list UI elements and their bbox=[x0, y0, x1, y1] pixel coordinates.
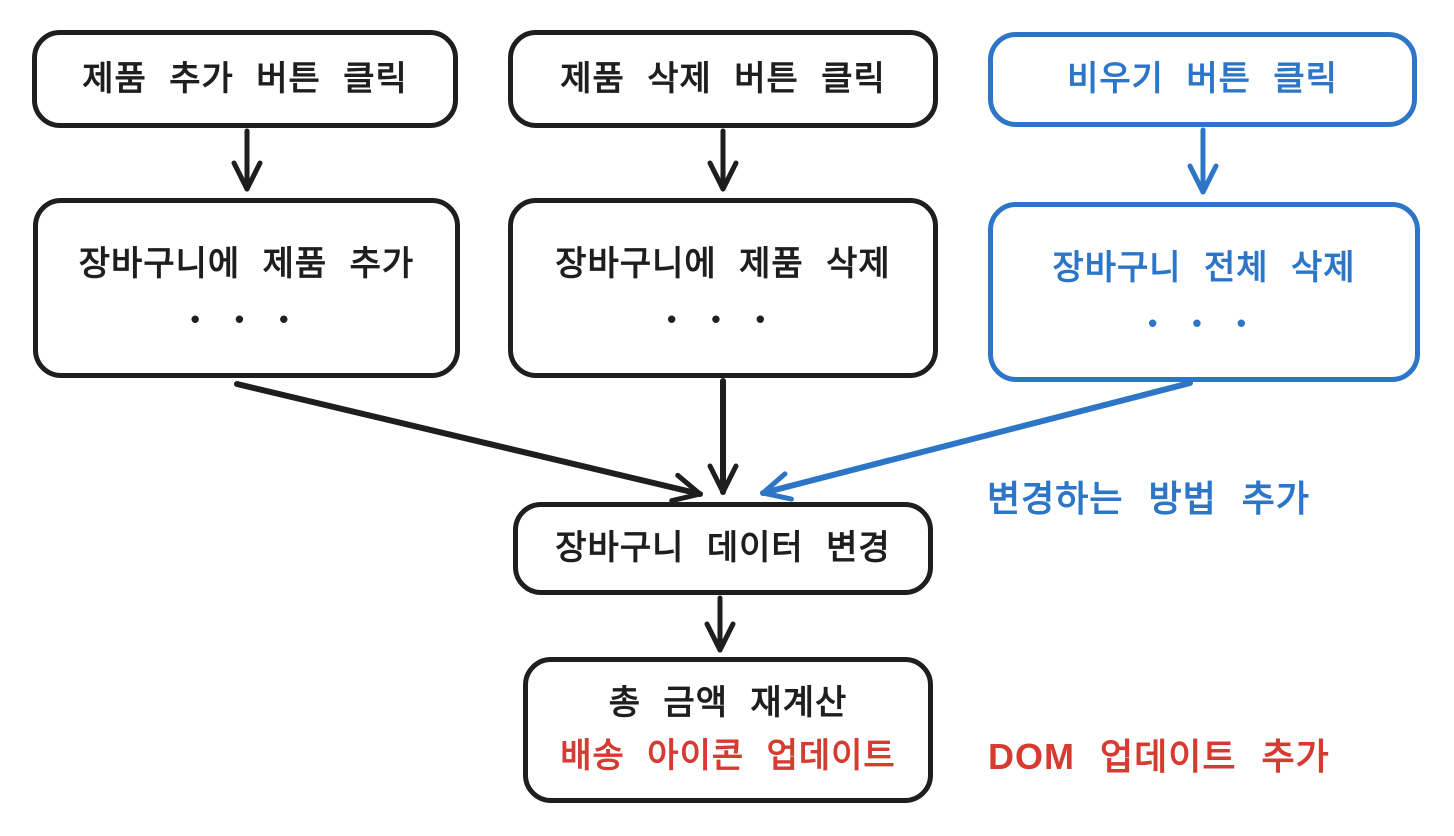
node-cart-clear-label: 장바구니 전체 삭제 bbox=[1052, 248, 1356, 287]
arrow-cart-add-to-data-change bbox=[234, 381, 703, 504]
node-cart-delete: 장바구니에 제품 삭제 • • • bbox=[508, 198, 938, 378]
node-cart-data-change-label: 장바구니 데이터 변경 bbox=[555, 529, 891, 568]
node-cart-add-label: 장바구니에 제품 추가 bbox=[78, 244, 415, 283]
node-dom-update-line1: 총 금액 재계산 bbox=[608, 684, 848, 723]
node-cart-add: 장바구니에 제품 추가 • • • bbox=[33, 198, 460, 378]
annotation-dom-add: DOM 업데이트 추가 bbox=[988, 736, 1330, 777]
ellipsis-dots: • • • bbox=[1148, 308, 1260, 339]
node-add-button-click: 제품 추가 버튼 클릭 bbox=[32, 30, 458, 128]
node-clear-button-click-label: 비우기 버튼 클릭 bbox=[1067, 60, 1338, 99]
node-cart-clear: 장바구니 전체 삭제 • • • bbox=[988, 202, 1420, 382]
node-clear-button-click: 비우기 버튼 클릭 bbox=[988, 32, 1417, 127]
ellipsis-dots: • • • bbox=[667, 304, 779, 335]
node-add-button-click-label: 제품 추가 버튼 클릭 bbox=[82, 59, 408, 98]
node-cart-data-change: 장바구니 데이터 변경 bbox=[513, 502, 933, 595]
node-cart-delete-label: 장바구니에 제품 삭제 bbox=[555, 244, 891, 283]
node-delete-button-click-label: 제품 삭제 버튼 클릭 bbox=[560, 59, 886, 98]
node-dom-update-line2: 배송 아이콘 업데이트 bbox=[560, 737, 896, 775]
node-delete-button-click: 제품 삭제 버튼 클릭 bbox=[508, 30, 938, 128]
ellipsis-dots: • • • bbox=[190, 304, 303, 335]
annotation-method-add: 변경하는 방법 추가 bbox=[987, 478, 1310, 519]
node-dom-update: 총 금액 재계산 배송 아이콘 업데이트 bbox=[523, 657, 933, 803]
